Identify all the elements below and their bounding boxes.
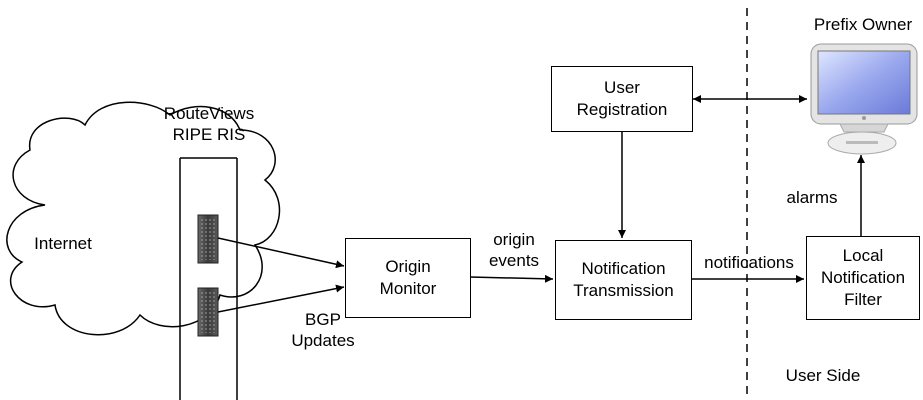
cloud-icon — [6, 101, 281, 336]
computer-monitor-icon — [810, 43, 918, 155]
user-registration-box: User Registration — [551, 66, 693, 132]
server-icon — [197, 287, 219, 337]
arrow-monitor-to-transmission — [469, 274, 554, 283]
origin-monitor-line1: Origin — [385, 257, 431, 276]
notifications-label: notifications — [704, 253, 794, 272]
user-registration-line2: Registration — [576, 100, 668, 119]
local-filter-line2: Notification — [820, 268, 906, 287]
notification-transmission-box: Notification Transmission — [555, 240, 692, 320]
collectors-line2: RIPE RIS — [172, 125, 246, 144]
user-side-label: User Side — [785, 366, 861, 385]
local-filter-line1: Local — [842, 246, 884, 265]
arrow-server1-to-monitor — [217, 237, 345, 269]
bgp-label-line2: Updates — [291, 331, 355, 350]
user-registration-line1: User — [604, 78, 640, 97]
collectors-line1: RouteViews — [163, 104, 255, 123]
notification-transmission-line1: Notification — [581, 259, 666, 278]
prefix-owner-label: Prefix Owner — [813, 15, 913, 34]
origin-label-line2: events — [488, 251, 540, 270]
server-icon — [197, 214, 219, 264]
bgp-updates-label: BGP Updates — [278, 309, 368, 351]
local-filter-line3: Filter — [844, 290, 882, 309]
alarms-label: alarms — [786, 188, 838, 207]
bgp-label-line1: BGP — [305, 310, 341, 329]
internet-label: Internet — [34, 234, 92, 253]
origin-monitor-line2: Monitor — [379, 279, 437, 298]
origin-monitor-box: Origin Monitor — [345, 238, 471, 318]
arrow-server2-to-monitor — [217, 284, 345, 313]
local-notification-filter-box: Local Notification Filter — [806, 236, 920, 320]
origin-events-label: origin events — [474, 229, 554, 271]
notification-transmission-line2: Transmission — [573, 281, 674, 300]
collectors-label: RouteViews RIPE RIS — [149, 103, 269, 145]
origin-label-line1: origin — [493, 230, 535, 249]
